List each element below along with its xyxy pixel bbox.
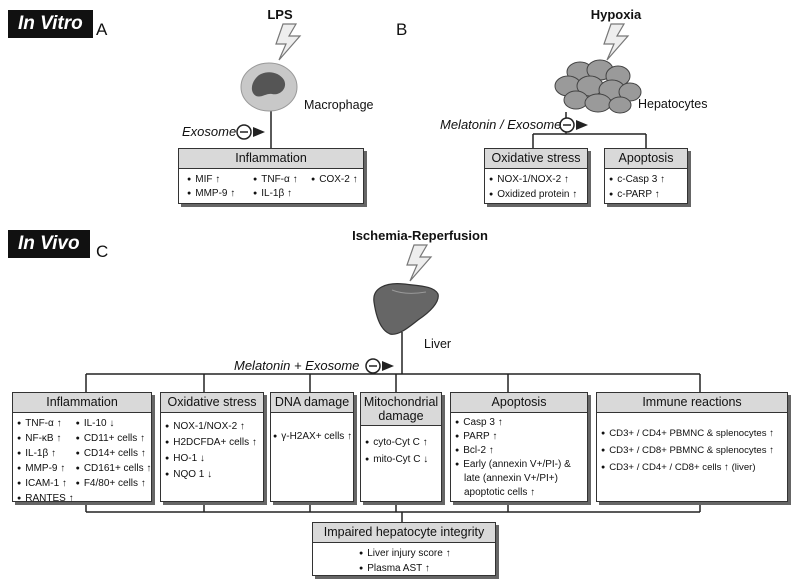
list-item: IL-10 ↓: [76, 416, 152, 431]
box-b-apoptosis: Apoptosis c-Casp 3 ↑ c-PARP ↑: [604, 148, 688, 204]
list-item: IL-1β ↑: [253, 186, 292, 201]
list-item-continuation: late (annexin V+/PI+): [464, 473, 558, 484]
inhibition-icon: [559, 117, 588, 133]
macrophage-icon: [240, 62, 298, 112]
box-c-mitochondrial-damage: Mitochondrial damage cyto-Cyt C ↑ mito-C…: [360, 392, 442, 502]
list-item: NQO 1 ↓: [165, 467, 259, 483]
list-item: HO-1 ↓: [165, 451, 259, 467]
box-title: Impaired hepatocyte integrity: [313, 523, 495, 543]
list-item: NF-κB ↑: [17, 431, 74, 446]
inhibition-icon: [365, 358, 394, 374]
list-item: PARP ↑: [455, 430, 583, 444]
in-vivo-tag: In Vivo: [8, 230, 90, 258]
liver-icon: [373, 283, 439, 335]
list-item: CD161+ cells ↑: [76, 461, 152, 476]
box-title: Oxidative stress: [485, 149, 587, 169]
box-c-inflammation: Inflammation TNF-α ↑ NF-κB ↑ IL-1β ↑ MMP…: [12, 392, 152, 504]
box-title: DNA damage: [271, 393, 353, 413]
list-item: Oxidized protein ↑: [489, 187, 583, 202]
box-title: Immune reactions: [597, 393, 787, 413]
box-title: Inflammation: [179, 149, 363, 169]
list-item: γ-H2AX+ cells ↑: [273, 429, 352, 444]
box-c-outcome: Impaired hepatocyte integrity Liver inju…: [312, 522, 496, 576]
inhibitor-label-c: Melatonin + Exosome: [234, 358, 360, 373]
box-title: Inflammation: [13, 393, 151, 413]
list-item: c-PARP ↑: [609, 187, 683, 202]
lightning-icon: [275, 23, 302, 61]
inhibition-icon: [236, 124, 265, 140]
cell-label-hepatocytes: Hepatocytes: [638, 97, 708, 111]
list-item: COX-2 ↑: [311, 172, 357, 187]
panel-letter-c: C: [96, 242, 109, 261]
box-c-apoptosis: Apoptosis Casp 3 ↑ PARP ↑ Bcl-2 ↑ Early …: [450, 392, 588, 502]
panel-letter-a: A: [96, 20, 108, 39]
list-item: cyto-Cyt C ↑: [365, 434, 437, 451]
list-item: Casp 3 ↑: [455, 416, 583, 430]
list-item: H2DCFDA+ cells ↑: [165, 435, 259, 451]
box-b-oxidative-stress: Oxidative stress NOX-1/NOX-2 ↑ Oxidized …: [484, 148, 588, 204]
box-title: Apoptosis: [605, 149, 687, 169]
hepatocytes-icon: [554, 59, 642, 114]
list-item: Plasma AST ↑: [359, 561, 491, 576]
list-item: MIF ↑: [187, 172, 220, 187]
list-item: NOX-1/NOX-2 ↑: [165, 419, 259, 435]
box-c-oxidative-stress: Oxidative stress NOX-1/NOX-2 ↑ H2DCFDA+ …: [160, 392, 264, 502]
panel-letter-b: B: [396, 20, 408, 39]
organ-label-liver: Liver: [424, 337, 452, 351]
list-item: RANTES ↑: [17, 491, 73, 506]
box-c-immune-reactions: Immune reactions CD3+ / CD4+ PBMNC & spl…: [596, 392, 788, 502]
box-title: Mitochondrial damage: [361, 393, 441, 426]
list-item: TNF-α ↑: [17, 416, 74, 431]
list-item: CD3+ / CD4+ / CD8+ cells ↑ (liver): [601, 459, 783, 476]
stimulus-hypoxia: Hypoxia: [590, 7, 642, 22]
list-item: Bcl-2 ↑: [455, 444, 583, 458]
list-item: CD3+ / CD4+ PBMNC & splenocytes ↑: [601, 425, 783, 442]
list-item: CD14+ cells ↑: [76, 446, 152, 461]
box-c-dna-damage: DNA damage γ-H2AX+ cells ↑: [270, 392, 354, 502]
stimulus-ischemia-reperfusion: Ischemia-Reperfusion: [352, 228, 488, 243]
lightning-icon: [406, 244, 433, 282]
list-item: Liver injury score ↑: [359, 546, 491, 561]
list-item: c-Casp 3 ↑: [609, 172, 683, 187]
stimulus-lps: LPS: [267, 7, 293, 22]
lightning-icon: [603, 23, 630, 61]
list-item: mito-Cyt C ↓: [365, 451, 437, 468]
list-item: CD3+ / CD8+ PBMNC & splenocytes ↑: [601, 442, 783, 459]
list-item: MMP-9 ↑: [17, 461, 74, 476]
list-item: ICAM-1 ↑: [17, 476, 74, 491]
list-item: F4/80+ cells ↑: [76, 476, 152, 491]
inhibitor-label-a: Exosome: [182, 124, 237, 139]
inhibitor-label-b: Melatonin / Exosome: [440, 117, 562, 132]
box-title: Apoptosis: [451, 393, 587, 413]
cell-label-macrophage: Macrophage: [304, 98, 374, 112]
list-item: CD11+ cells ↑: [76, 431, 152, 446]
list-item: IL-1β ↑: [17, 446, 74, 461]
box-a-inflammation: Inflammation MIF ↑ TNF-α ↑ COX-2 ↑ MMP-9…: [178, 148, 364, 204]
list-item: MMP-9 ↑: [187, 186, 235, 201]
list-item: Early (annexin V+/PI-) &: [455, 458, 583, 472]
box-title: Oxidative stress: [161, 393, 263, 413]
list-item: TNF-α ↑: [253, 172, 297, 187]
in-vitro-tag: In Vitro: [8, 10, 93, 38]
list-item-continuation: apoptotic cells ↑: [464, 487, 536, 498]
list-item: NOX-1/NOX-2 ↑: [489, 172, 583, 187]
